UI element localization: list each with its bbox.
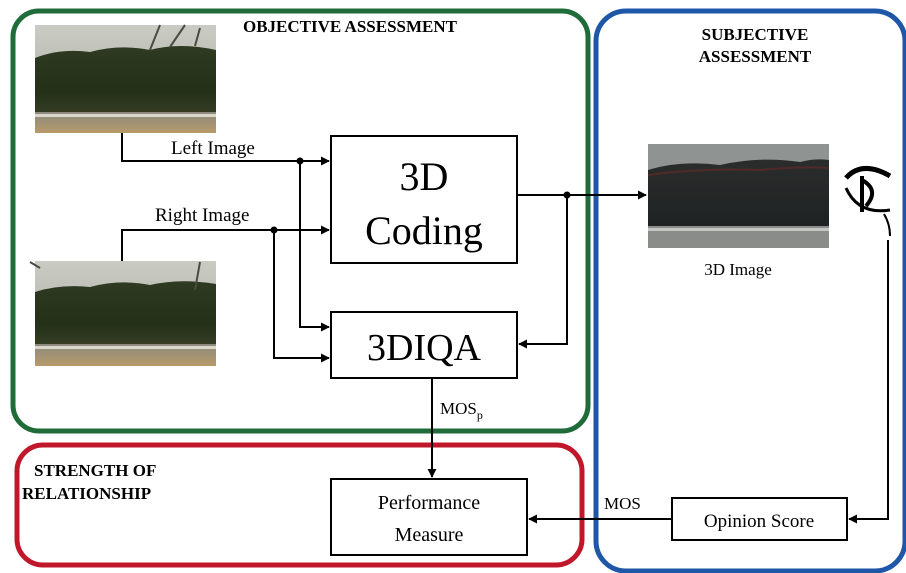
3d-image-photo xyxy=(647,144,830,248)
left-image-label: Left Image xyxy=(171,138,255,159)
left-image-to-coding-arrow xyxy=(121,133,330,166)
subjective-assessment-region xyxy=(593,8,906,573)
strength-title-line1: STRENGTH OF xyxy=(34,461,156,480)
3d-image-label: 3D Image xyxy=(704,260,772,279)
right-image-photo xyxy=(29,261,216,366)
right-image-to-coding-arrow xyxy=(121,225,330,261)
mos-label: MOS xyxy=(604,494,641,513)
coding-to-3diqa-arrow xyxy=(518,195,568,349)
3diqa-block xyxy=(330,311,518,379)
3d-coding-block xyxy=(330,135,518,264)
right-image-label: Right Image xyxy=(155,205,249,226)
eye-to-opinion-arrow xyxy=(848,240,889,524)
strength-of-relationship-region xyxy=(14,442,585,568)
3d-coding-line1: 3D xyxy=(400,154,449,199)
objective-assessment-title: OBJECTIVE ASSESSMENT xyxy=(243,17,458,36)
left-image-photo xyxy=(35,24,216,133)
eye-icon xyxy=(844,166,892,237)
subjective-assessment-title-line1: SUBJECTIVE xyxy=(702,25,809,44)
opinion-score-label: Opinion Score xyxy=(704,511,814,532)
left-image-to-3diqa-arrow xyxy=(299,161,330,332)
3d-coding-line2: Coding xyxy=(365,208,483,253)
junction-dots xyxy=(270,157,571,234)
connectors xyxy=(121,133,889,524)
strength-title-line2: RELATIONSHIP xyxy=(22,484,151,503)
right-image-to-3diqa-arrow xyxy=(273,230,330,363)
performance-measure-block xyxy=(330,478,528,556)
opinion-score-block xyxy=(671,497,848,541)
objective-assessment-region xyxy=(10,8,591,434)
performance-line1: Performance xyxy=(378,492,480,514)
mos-p-label: MOSp xyxy=(440,399,483,422)
3diqa-label: 3DIQA xyxy=(367,327,482,369)
subjective-assessment-title-line2: ASSESSMENT xyxy=(699,47,812,66)
performance-line2: Measure xyxy=(395,524,464,546)
